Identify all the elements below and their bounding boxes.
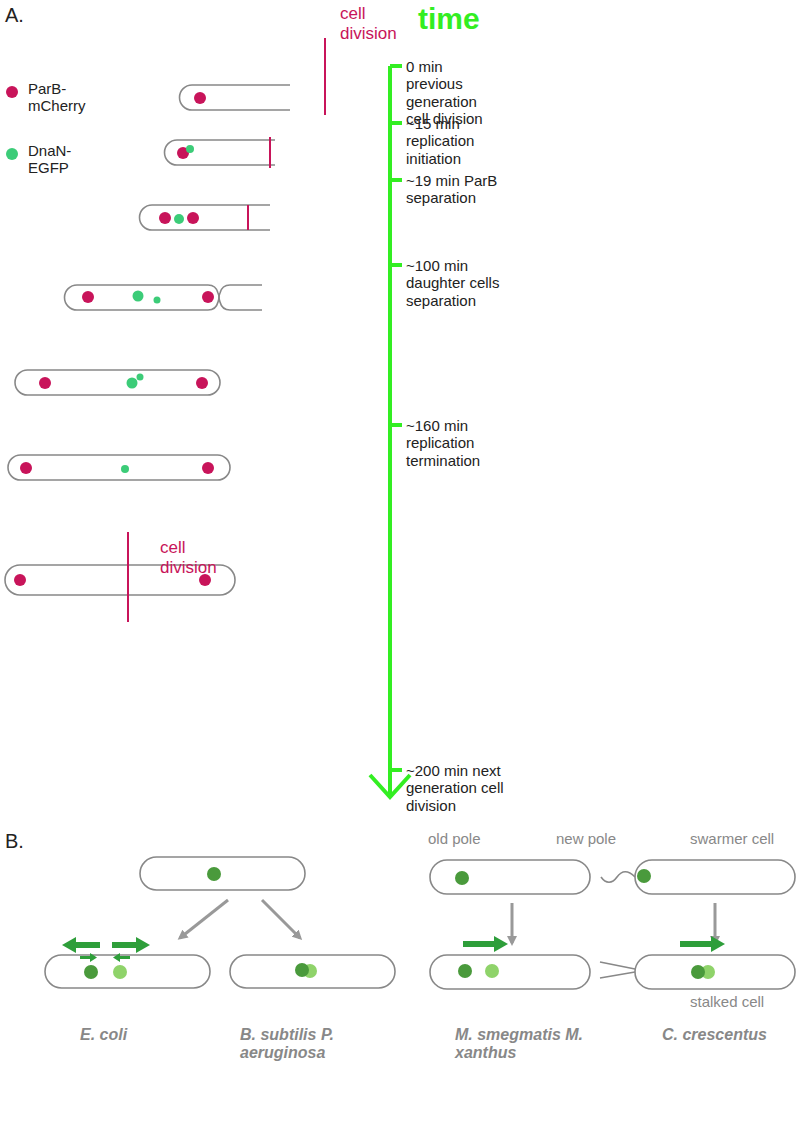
time-point: ~160 min replication termination xyxy=(406,417,506,469)
pole-label: old pole xyxy=(428,830,508,847)
time-point: ~19 min ParB separation xyxy=(406,172,528,207)
time-point: ~100 min daughter cells separation xyxy=(406,257,506,309)
legend-text: DnaN-EGFP xyxy=(28,142,90,177)
division-label: cell division xyxy=(160,538,230,577)
time-point: ~15 min replication initiation xyxy=(406,115,498,167)
cell-label: swarmer cell xyxy=(690,830,790,847)
species-name: M. smegmatis M. xanthus xyxy=(455,1026,585,1063)
axis-title: time xyxy=(418,2,518,37)
species-name: E. coli xyxy=(80,1026,180,1044)
legend-swatch xyxy=(6,148,18,160)
species-name: B. subtilis P. aeruginosa xyxy=(240,1026,380,1063)
pole-label: new pole xyxy=(556,830,636,847)
cell-label: stalked cell xyxy=(690,993,790,1010)
legend-swatch xyxy=(6,86,18,98)
section-letter: A. xyxy=(5,4,45,27)
legend-text: ParB-mCherry xyxy=(28,80,90,115)
section-letter: B. xyxy=(5,830,45,853)
division-label: cell division xyxy=(340,4,410,43)
species-name: C. crescentus xyxy=(662,1026,792,1044)
time-point: ~200 min next generation cell division xyxy=(406,762,506,814)
